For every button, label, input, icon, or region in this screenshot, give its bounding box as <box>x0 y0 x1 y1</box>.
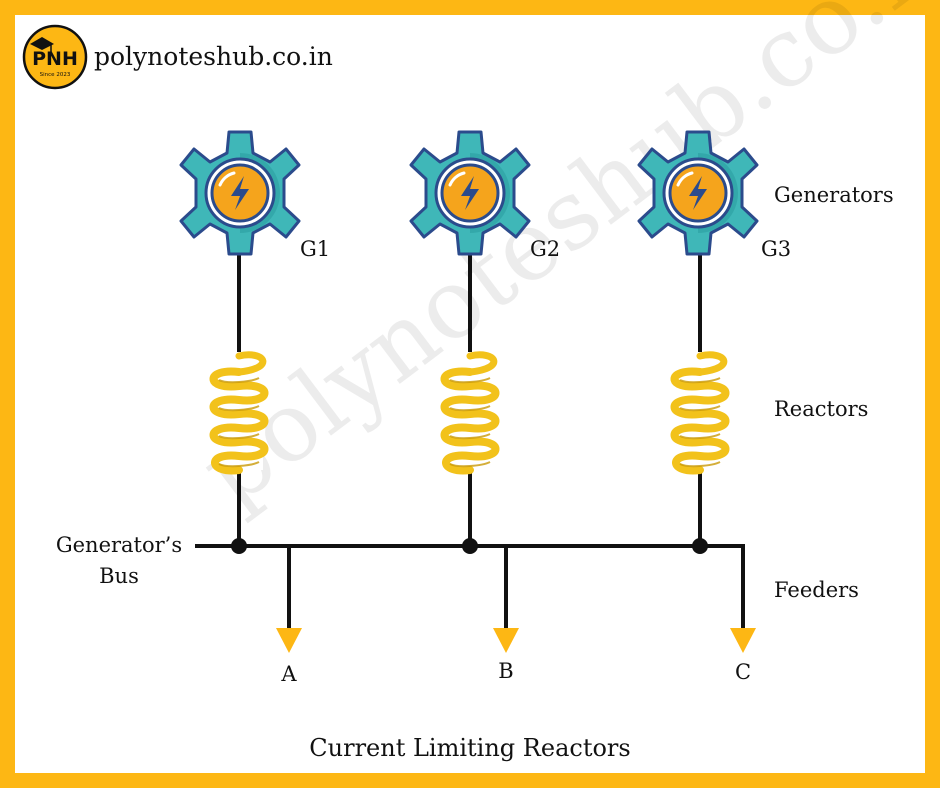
reactors-label: Reactors <box>774 397 868 421</box>
junction-dot-1 <box>231 538 247 554</box>
generator-label-g3: G3 <box>761 237 791 261</box>
generator-label-g2: G2 <box>530 237 560 261</box>
generator-bus <box>195 544 745 628</box>
feeder-arrow-a <box>276 628 302 653</box>
generators-label: Generators <box>774 183 894 207</box>
generator-gear-icon-1 <box>179 130 301 256</box>
generator-gear-icon-3 <box>637 130 759 256</box>
feeder-label-a: A <box>280 662 297 686</box>
bus-label-line1: Generator’s <box>56 533 182 557</box>
junction-dot-3 <box>692 538 708 554</box>
feeder-label-b: B <box>498 659 513 683</box>
logo-text: PNH <box>32 48 78 70</box>
feeder-arrow-c <box>730 628 756 653</box>
generator-label-g1: G1 <box>300 237 330 261</box>
junction-dot-2 <box>462 538 478 554</box>
feeders-label: Feeders <box>774 578 859 602</box>
diagram-caption: Current Limiting Reactors <box>309 734 630 762</box>
bus-label-line2: Bus <box>99 564 139 588</box>
pnh-logo: PNH Since 2023 <box>22 24 88 90</box>
brand-header[interactable]: PNH Since 2023 polynoteshub.co.in <box>22 24 333 90</box>
logo-tagline: Since 2023 <box>40 72 71 78</box>
feeder-arrow-b <box>493 628 519 653</box>
generator-gear-icon-2 <box>409 130 531 256</box>
feeder-label-c: C <box>735 660 751 684</box>
site-name[interactable]: polynoteshub.co.in <box>94 41 333 71</box>
